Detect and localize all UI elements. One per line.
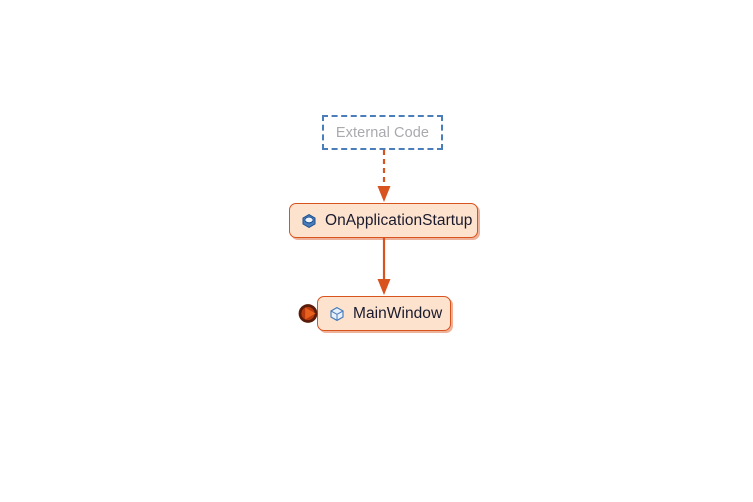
node-main-window[interactable]: MainWindow — [317, 296, 451, 331]
node-main-window-label: MainWindow — [353, 304, 443, 322]
node-external-code[interactable]: External Code — [322, 115, 443, 150]
node-external-code-label: External Code — [335, 124, 430, 141]
edge-external-to-startup[interactable] — [377, 150, 391, 202]
class-cube-icon — [330, 306, 344, 321]
node-on-application-startup-label: OnApplicationStartup — [325, 211, 473, 229]
arrowhead-icon — [377, 279, 391, 295]
node-on-application-startup[interactable]: OnApplicationStartup — [289, 203, 478, 238]
entry-point-marker-icon[interactable] — [298, 302, 320, 325]
method-hexagon-icon — [302, 213, 316, 228]
edge-startup-to-mainwindow[interactable] — [377, 238, 391, 295]
arrowhead-icon — [377, 186, 391, 202]
